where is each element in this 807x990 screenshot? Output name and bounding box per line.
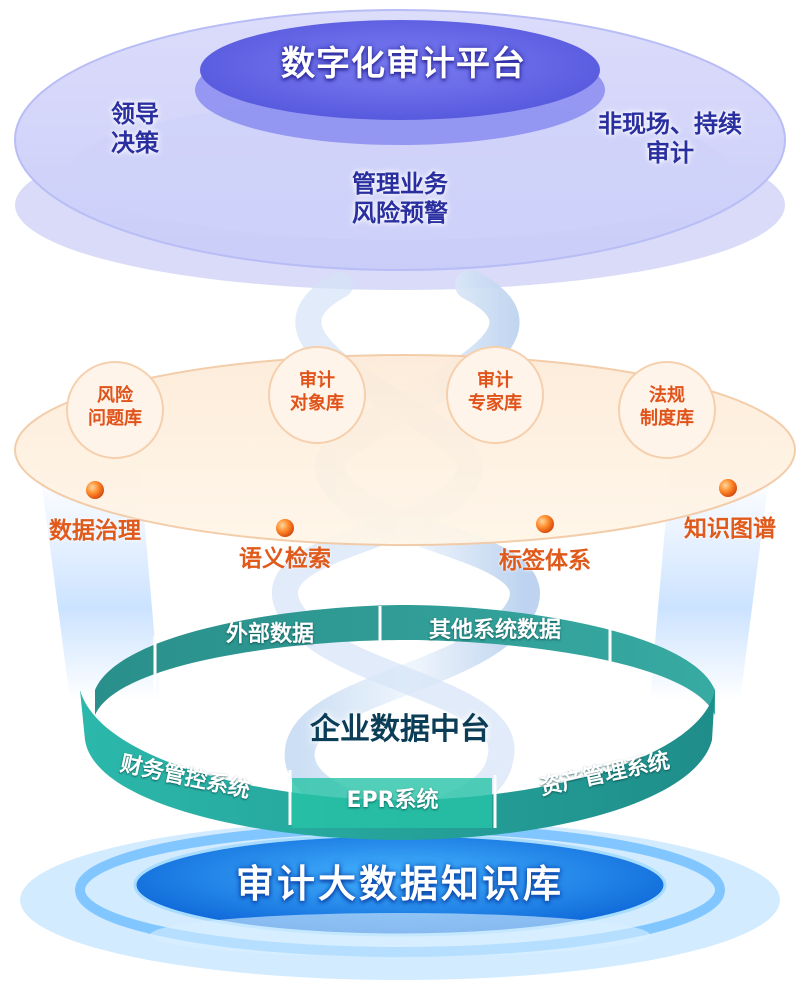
library-label-audit-object: 审计对象库 [290,370,344,414]
platform-item-offsite-audit: 非现场、持续 审计 [598,110,742,167]
ring-front-highlight [292,778,492,828]
platform-core [200,20,600,120]
capability-data-governance: 数据治理 [49,518,141,544]
ring-front-band [80,690,715,840]
capability-dot-1 [86,481,104,499]
capability-dot-4 [719,479,737,497]
light-beam-right [650,470,770,700]
ring-back-band [95,605,715,715]
data-middle-title: 企业数据中台 [310,712,490,747]
library-bubble-1 [66,361,164,459]
capability-knowledge-graph: 知识图谱 [684,516,776,542]
capability-semantic-search: 语义检索 [239,546,331,572]
library-bubble-3 [446,346,544,444]
library-bubble-4 [618,361,716,459]
segment-epr-system: EPR系统 [346,788,439,813]
library-label-risk: 风险问题库 [88,385,142,429]
platform-title: 数字化审计平台 [281,44,526,84]
capability-dot-2 [276,519,294,537]
light-beam-left [40,470,160,700]
platform-item-leadership: 领导 决策 [111,100,159,157]
segment-external-data: 外部数据 [225,622,314,647]
capability-disc [14,354,796,546]
capability-dot-3 [536,515,554,533]
base-title: 审计大数据知识库 [235,862,564,906]
segment-other-system-data: 其他系统数据 [428,618,561,643]
platform-item-risk-warning: 管理业务 风险预警 [352,170,448,227]
platform-disc-band [70,100,730,240]
library-label-audit-expert: 审计专家库 [468,370,522,414]
library-bubble-2 [268,346,366,444]
library-label-regulation: 法规制度库 [640,385,694,429]
capability-tag-system: 标签体系 [499,548,591,574]
